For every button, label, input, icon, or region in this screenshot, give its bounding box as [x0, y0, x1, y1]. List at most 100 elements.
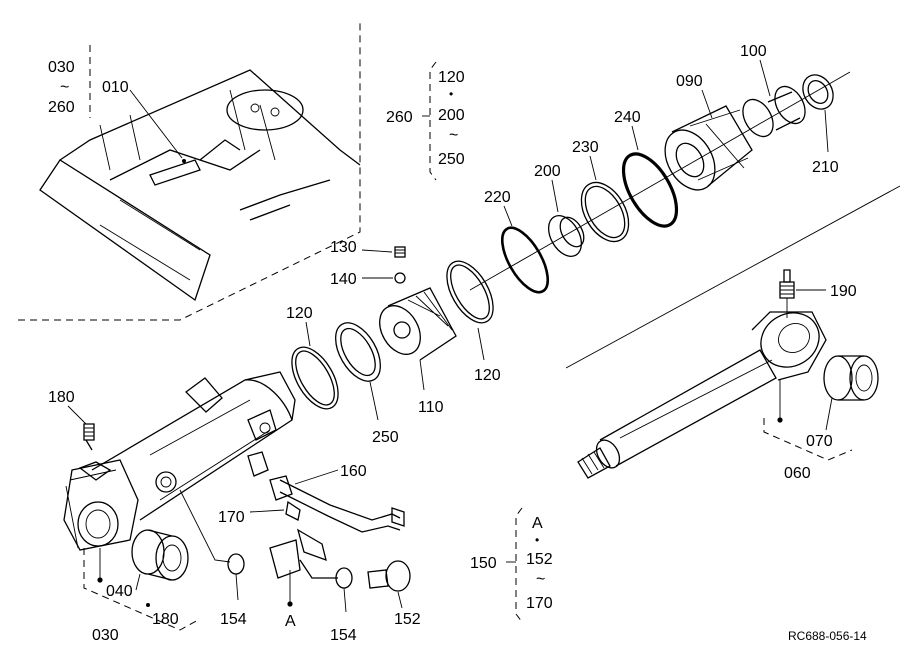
part-160-clamp [247, 451, 293, 501]
part-070-bushing [823, 355, 879, 401]
inset-machine [39, 69, 361, 302]
leader-110 [419, 359, 425, 391]
part-190-grease-fitting [779, 269, 795, 318]
part-130-plug [394, 246, 406, 258]
hydraulic-line [269, 479, 405, 579]
label-130: 130 [330, 239, 357, 256]
leader-240 [631, 125, 639, 151]
leader-250 [369, 381, 379, 421]
label-100: 100 [740, 43, 767, 60]
center-axis [469, 71, 851, 291]
marker-A-dot [287, 601, 293, 607]
part-040-bushing [131, 529, 189, 581]
part-060-rod [577, 311, 827, 479]
part-230-ring [580, 181, 630, 243]
label-190: 190 [830, 283, 857, 300]
bracket-030 [83, 548, 199, 631]
label-210: 210 [812, 159, 839, 176]
label-154-a: 154 [220, 611, 247, 628]
label-range-120: 120 [438, 69, 465, 86]
rod-divider-line [565, 185, 901, 369]
leader-200 [551, 179, 559, 213]
label-range-A: A [532, 515, 543, 532]
part-250-ring [335, 322, 381, 382]
label-140: 140 [330, 271, 357, 288]
label-range-tilde: ~ [449, 127, 458, 144]
part-120-ring-right [446, 260, 494, 324]
label-250: 250 [372, 429, 399, 446]
label-180-b: 180 [152, 611, 179, 628]
part-240-oring [621, 152, 679, 228]
leader-070 [825, 397, 833, 431]
label-170: 170 [218, 509, 245, 526]
label-range-152: 152 [526, 551, 553, 568]
leader-220 [503, 205, 513, 227]
label-range-170: 170 [526, 595, 553, 612]
label-120-left: 120 [286, 305, 313, 322]
part-110-piston [379, 287, 457, 361]
label-090: 090 [676, 73, 703, 90]
part-154-oring-a [227, 553, 245, 575]
part-220-oring [500, 226, 550, 294]
label-200: 200 [534, 163, 561, 180]
leader-152 [397, 591, 403, 609]
label-A: A [285, 613, 296, 630]
cylinder-barrel [63, 371, 296, 551]
label-230: 230 [572, 139, 599, 156]
label-150: 150 [470, 555, 497, 572]
part-200-seal [547, 215, 585, 257]
label-030-top: 030 [48, 59, 75, 76]
label-010: 010 [102, 79, 129, 96]
label-060: 060 [784, 465, 811, 482]
inset-frame [18, 20, 361, 321]
part-120-ring-left [291, 346, 339, 410]
label-240: 240 [614, 109, 641, 126]
leader-160 [294, 469, 339, 485]
label-260-top: 260 [48, 99, 75, 116]
label-110: 110 [418, 399, 444, 416]
label-030-b: 030 [92, 627, 119, 644]
leader-100 [759, 59, 771, 97]
label-070: 070 [806, 433, 833, 450]
label-tilde-top: ~ [60, 79, 69, 96]
label-220: 220 [484, 189, 511, 206]
part-180-fitting [83, 423, 95, 451]
dot-2: • [535, 533, 539, 547]
label-154-b: 154 [330, 627, 357, 644]
leader-230 [589, 155, 597, 181]
label-180: 180 [48, 389, 75, 406]
part-170-bolt [285, 500, 301, 521]
leader-154-a [235, 573, 239, 601]
bracket-260 [422, 61, 437, 181]
part-140-ball [394, 272, 406, 284]
reference-code: RC688-056-14 [788, 629, 867, 643]
leader-154-b [343, 587, 347, 613]
label-range-200: 200 [438, 107, 465, 124]
leader-130 [361, 249, 393, 253]
label-152: 152 [394, 611, 421, 628]
leader-120-left [305, 321, 311, 347]
inset-leaders [89, 45, 186, 163]
leader-090 [701, 89, 713, 119]
leader-170 [249, 509, 285, 513]
label-260: 260 [386, 109, 413, 126]
part-100-bushing [742, 85, 806, 138]
part-210-ring [802, 74, 834, 110]
bracket-060 [763, 380, 853, 461]
dot-1: • [449, 87, 453, 101]
label-160: 160 [340, 463, 367, 480]
bracket-150 [506, 507, 523, 623]
leader-120-right [477, 327, 485, 361]
part-090-gland [664, 105, 753, 191]
label-range-tilde-2: ~ [536, 571, 545, 588]
part-152-bolt [367, 560, 411, 592]
label-120-right: 120 [474, 367, 501, 384]
part-154-oring-b [335, 567, 353, 589]
leader-210 [824, 109, 829, 153]
label-040: 040 [106, 583, 133, 600]
leader-180 [67, 405, 87, 425]
leader-barrel [179, 489, 231, 563]
label-range-250: 250 [438, 151, 465, 168]
